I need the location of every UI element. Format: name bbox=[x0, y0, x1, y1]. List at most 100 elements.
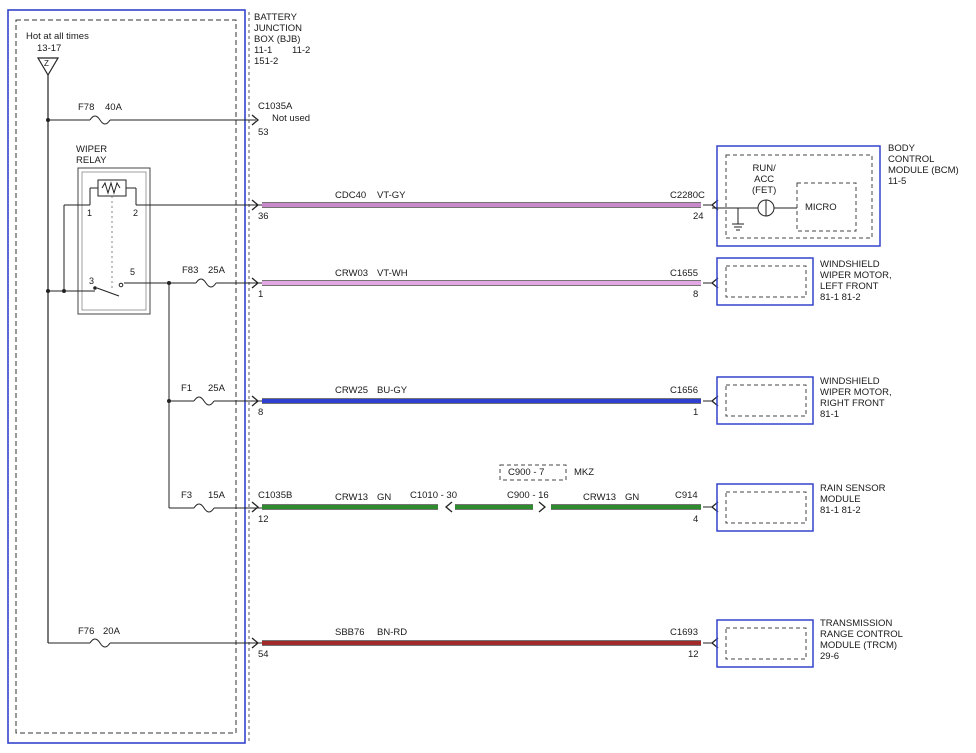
fuse-f3-rating: 15A bbox=[208, 490, 225, 501]
module-ref: 81-1 81-2 bbox=[820, 292, 861, 303]
module-title-line: BODY bbox=[888, 143, 915, 154]
module-title-line: MODULE (BCM) bbox=[888, 165, 959, 176]
hot-ref-label: 13-17 bbox=[37, 43, 62, 54]
connector-c914-pin: 4 bbox=[693, 514, 699, 525]
circuit-crw13-seg2-color: GN bbox=[625, 492, 640, 503]
connector-c900-16-label: C900 - 16 bbox=[507, 490, 549, 501]
circuit-crw25-left-pin: 8 bbox=[258, 407, 264, 418]
module-ref: 11-5 bbox=[888, 176, 907, 187]
connector-arrow-sbb76-left bbox=[251, 637, 260, 649]
bcm-fet-line: (FET) bbox=[752, 185, 777, 196]
circuit-crw13-left-pin: 12 bbox=[258, 514, 269, 525]
trcm-box bbox=[716, 619, 814, 668]
connector-c1655-pin: 8 bbox=[693, 289, 699, 300]
fuse-f3-symbol bbox=[193, 503, 215, 513]
connector-c1693-label: C1693 bbox=[670, 627, 698, 638]
bjb-connector-arrows bbox=[251, 199, 260, 649]
module-title-line: RIGHT FRONT bbox=[820, 398, 885, 409]
bcm-fet-line: ACC bbox=[754, 174, 775, 185]
fuse-f76-symbol bbox=[89, 638, 111, 648]
circuit-cdc40-color: VT-GY bbox=[377, 190, 406, 201]
bcm-module-title: BODY CONTROL MODULE (BCM) 11-5 bbox=[888, 143, 959, 187]
hot-triangle-symbol bbox=[36, 57, 60, 77]
fuse-f76-rating: 20A bbox=[103, 626, 120, 637]
bjb-title: BATTERY JUNCTION BOX (BJB) bbox=[254, 12, 302, 45]
relay-switch-arm bbox=[96, 287, 120, 297]
module-title-line: WINDSHIELD bbox=[820, 259, 880, 270]
fuse-f83-id: F83 bbox=[182, 265, 199, 276]
circuit-cdc40-name: CDC40 bbox=[335, 190, 367, 201]
relay-coil-icon bbox=[101, 181, 121, 195]
connector-arrow-sbb76-right bbox=[710, 637, 719, 649]
bcm-micro-label: MICRO bbox=[805, 202, 837, 213]
circuit-cdc40-left-pin: 36 bbox=[258, 211, 269, 222]
module-title-line: WIPER MOTOR, bbox=[820, 387, 892, 398]
connector-arrow-crw03-right bbox=[710, 277, 719, 289]
module-title-line: LEFT FRONT bbox=[820, 281, 879, 292]
fuse-f78-id: F78 bbox=[78, 102, 95, 113]
harness-wires bbox=[262, 202, 712, 646]
module-title-line: WINDSHIELD bbox=[820, 376, 880, 387]
fuse-f78-rating: 40A bbox=[105, 102, 122, 113]
relay-pin-1: 1 bbox=[87, 208, 93, 218]
fuse-f1-symbol bbox=[193, 396, 215, 406]
circuit-crw13-seg2-name: CRW13 bbox=[583, 492, 617, 503]
module-title-line: MODULE (TRCM) bbox=[820, 640, 898, 651]
fuse-f76-id: F76 bbox=[78, 626, 95, 637]
connector-c1035a-arrow bbox=[251, 114, 260, 126]
connector-c900-arrow bbox=[538, 501, 547, 513]
connector-c1655-label: C1655 bbox=[670, 268, 698, 279]
c1035a-pin: 53 bbox=[258, 127, 269, 138]
wiper-relay-title: WIPER RELAY bbox=[76, 144, 107, 166]
connector-c1010-label: C1010 - 30 bbox=[410, 490, 458, 501]
bjb-title-line: BOX (BJB) bbox=[254, 34, 301, 45]
hot-at-all-times-label: Hot at all times bbox=[26, 31, 89, 42]
connector-c2280c-label: C2280C bbox=[670, 190, 705, 201]
wiper-motor-left-title: WINDSHIELD WIPER MOTOR, LEFT FRONT 81-1 … bbox=[820, 259, 892, 303]
circuit-crw03-name: CRW03 bbox=[335, 268, 369, 279]
relay-title-line: WIPER bbox=[76, 144, 108, 155]
connector-arrow-crw13-left bbox=[251, 501, 260, 513]
fuse-f1-id: F1 bbox=[181, 383, 193, 394]
bcm-fet-line: RUN/ bbox=[752, 163, 776, 174]
connector-arrow-crw25-left bbox=[251, 395, 260, 407]
module-title-line: WIPER MOTOR, bbox=[820, 270, 892, 281]
fuse-f3-id: F3 bbox=[181, 490, 193, 501]
rain-sensor-title: RAIN SENSOR MODULE 81-1 81-2 bbox=[820, 483, 885, 516]
connector-c1656-label: C1656 bbox=[670, 385, 698, 396]
connector-c1010-arrow bbox=[444, 501, 453, 513]
wiper-motor-right-box-inner bbox=[725, 384, 807, 417]
circuit-crw25-color: BU-GY bbox=[377, 385, 408, 396]
bcm-micro-box bbox=[796, 182, 857, 232]
mkz-label: MKZ bbox=[574, 467, 595, 478]
fuse-f83-rating: 25A bbox=[208, 265, 225, 276]
circuit-crw13-name: CRW13 bbox=[335, 492, 369, 503]
module-title-line: RAIN SENSOR bbox=[820, 483, 886, 494]
connector-arrow-crw25-right bbox=[710, 395, 719, 407]
connector-c1656-pin: 1 bbox=[693, 407, 699, 418]
rain-sensor-box-inner bbox=[725, 491, 807, 524]
bjb-ref-2: 11-2 bbox=[292, 45, 311, 56]
circuit-crw25-name: CRW25 bbox=[335, 385, 369, 396]
relay-pin-2: 2 bbox=[133, 208, 139, 218]
circuit-sbb76-color: BN-RD bbox=[377, 627, 408, 638]
module-ref: 81-1 81-2 bbox=[820, 505, 861, 516]
trcm-title: TRANSMISSION RANGE CONTROL MODULE (TRCM)… bbox=[820, 618, 903, 662]
bjb-title-line: BATTERY bbox=[254, 12, 297, 23]
bjb-ref-1: 11-1 bbox=[254, 45, 273, 56]
bcm-fet-label: RUN/ ACC (FET) bbox=[752, 163, 776, 196]
bjb-ref-3: 151-2 bbox=[254, 56, 279, 67]
mkz-option-box bbox=[499, 464, 567, 481]
module-title-line: TRANSMISSION bbox=[820, 618, 893, 629]
connector-arrow-crw03-left bbox=[251, 277, 260, 289]
connector-c1035b-label: C1035B bbox=[258, 490, 293, 501]
not-used-label: Not used bbox=[272, 113, 311, 124]
bjb-outline bbox=[7, 9, 246, 744]
relay-pin-3: 3 bbox=[89, 276, 95, 286]
relay-pin-5: 5 bbox=[130, 267, 136, 277]
bcm-module-box bbox=[716, 145, 881, 247]
relay-title-line: RELAY bbox=[76, 155, 107, 166]
wiper-relay-outline bbox=[77, 167, 151, 315]
circuit-sbb76-name: SBB76 bbox=[335, 627, 365, 638]
connector-c2280c-pin: 24 bbox=[693, 211, 704, 222]
